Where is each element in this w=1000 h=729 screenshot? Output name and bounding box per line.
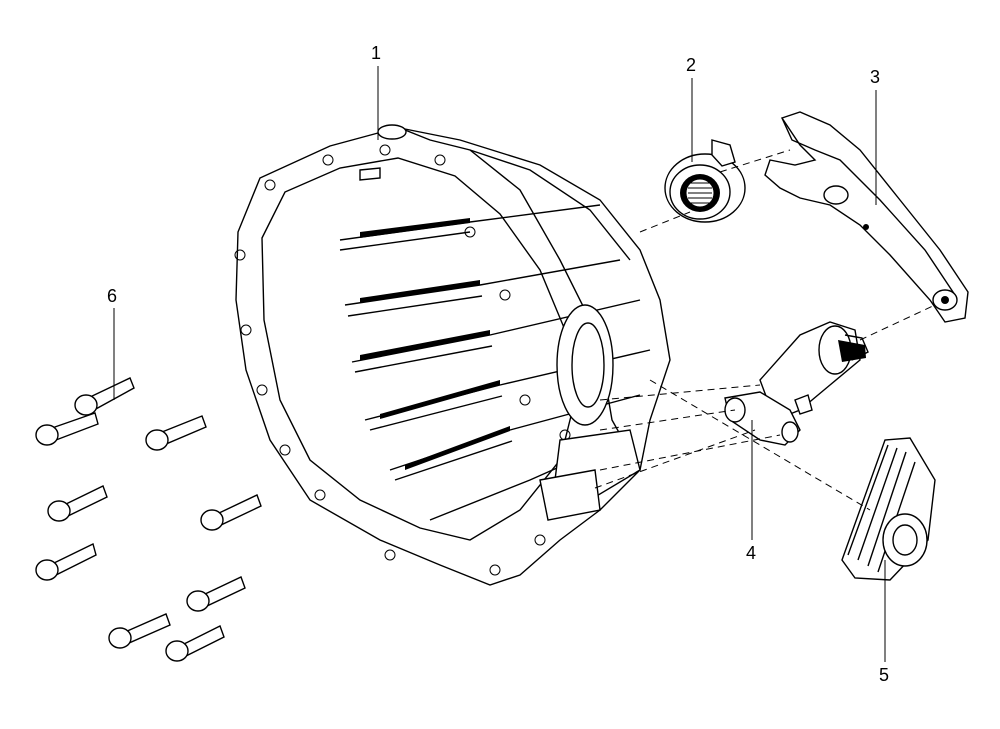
assembly-guide-lines — [594, 149, 936, 511]
bolt — [165, 625, 225, 662]
bolt — [47, 485, 108, 522]
callout-2: 2 — [686, 55, 697, 75]
callout-5: 5 — [879, 665, 890, 685]
leader-lines — [113, 66, 886, 662]
release-bearing — [664, 139, 746, 223]
cover-plate — [841, 437, 936, 581]
callout-3: 3 — [870, 67, 881, 87]
slave-cylinder — [724, 321, 869, 446]
callout-1: 1 — [371, 43, 382, 63]
bolt — [200, 494, 262, 531]
bolt — [145, 415, 207, 451]
bolts — [35, 377, 262, 662]
bolt — [186, 576, 246, 612]
bolt — [35, 412, 99, 446]
bell-housing — [234, 124, 671, 586]
release-fork — [764, 111, 969, 323]
bolt — [35, 543, 97, 581]
bolt — [108, 613, 171, 649]
callout-4: 4 — [746, 543, 757, 563]
callout-6: 6 — [107, 286, 118, 306]
bolt — [74, 377, 135, 416]
